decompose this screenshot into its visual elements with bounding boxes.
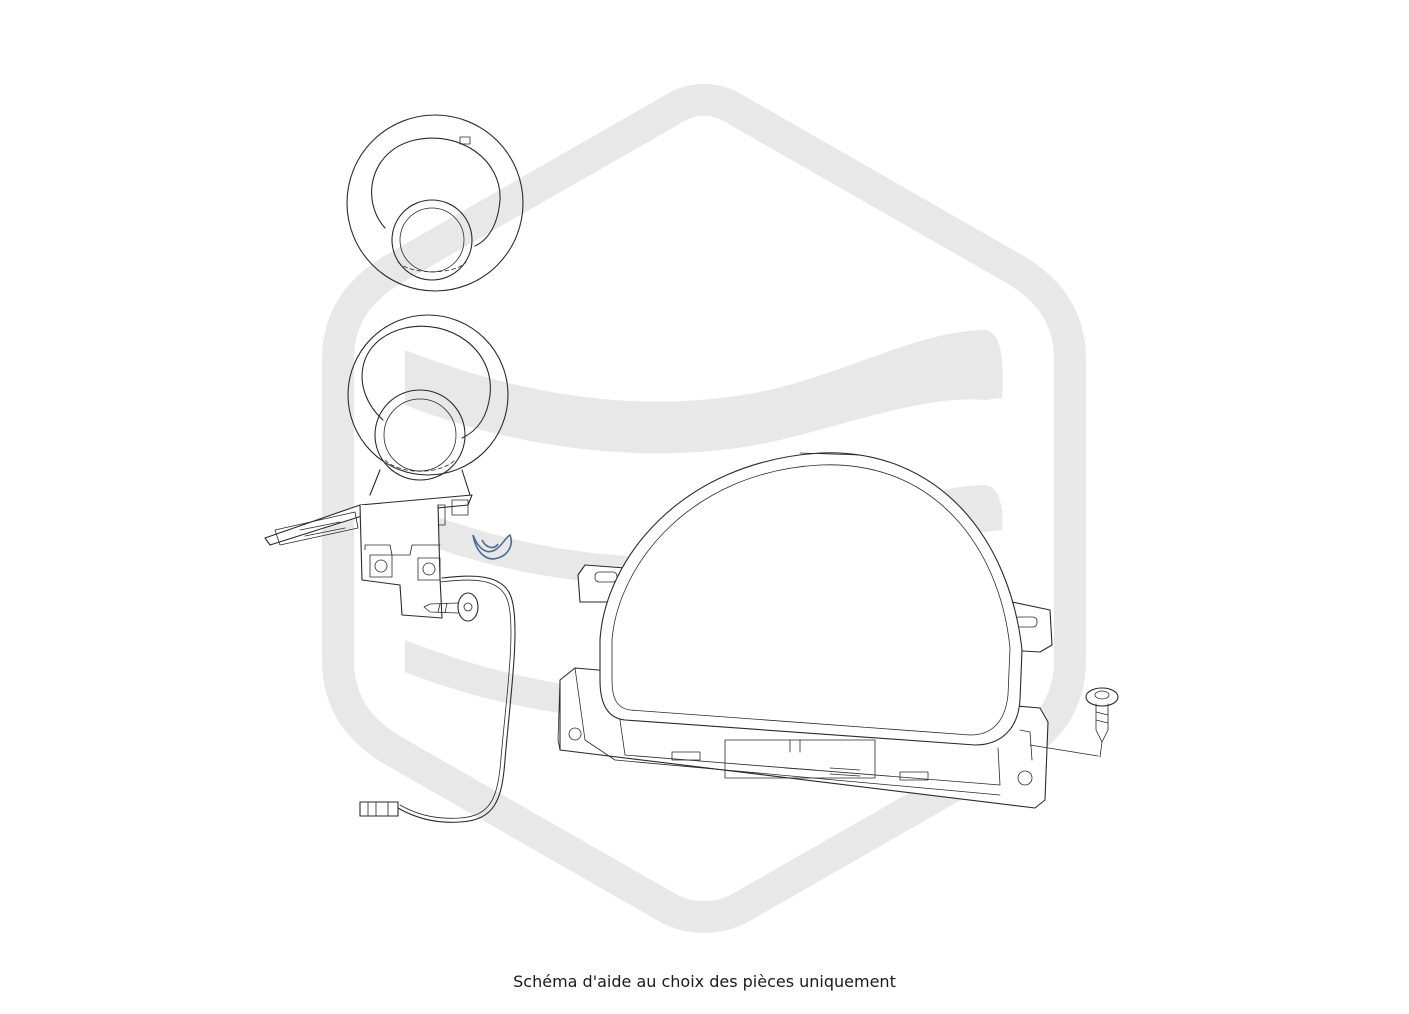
bezel-ring-lower: [347, 314, 509, 496]
retaining-clip: [472, 533, 513, 560]
bezel-ring-upper: [346, 114, 524, 292]
instrument-cluster: [557, 452, 1099, 809]
screw-right: [1085, 687, 1119, 758]
screw-left: [423, 592, 479, 622]
watermark-waves-icon: [405, 330, 1003, 721]
bracket-assembly: [264, 494, 473, 619]
wiring-harness: [359, 575, 516, 823]
watermark-logo-icon: [322, 84, 1086, 933]
diagram-caption: Schéma d'aide au choix des pièces unique…: [513, 972, 896, 991]
